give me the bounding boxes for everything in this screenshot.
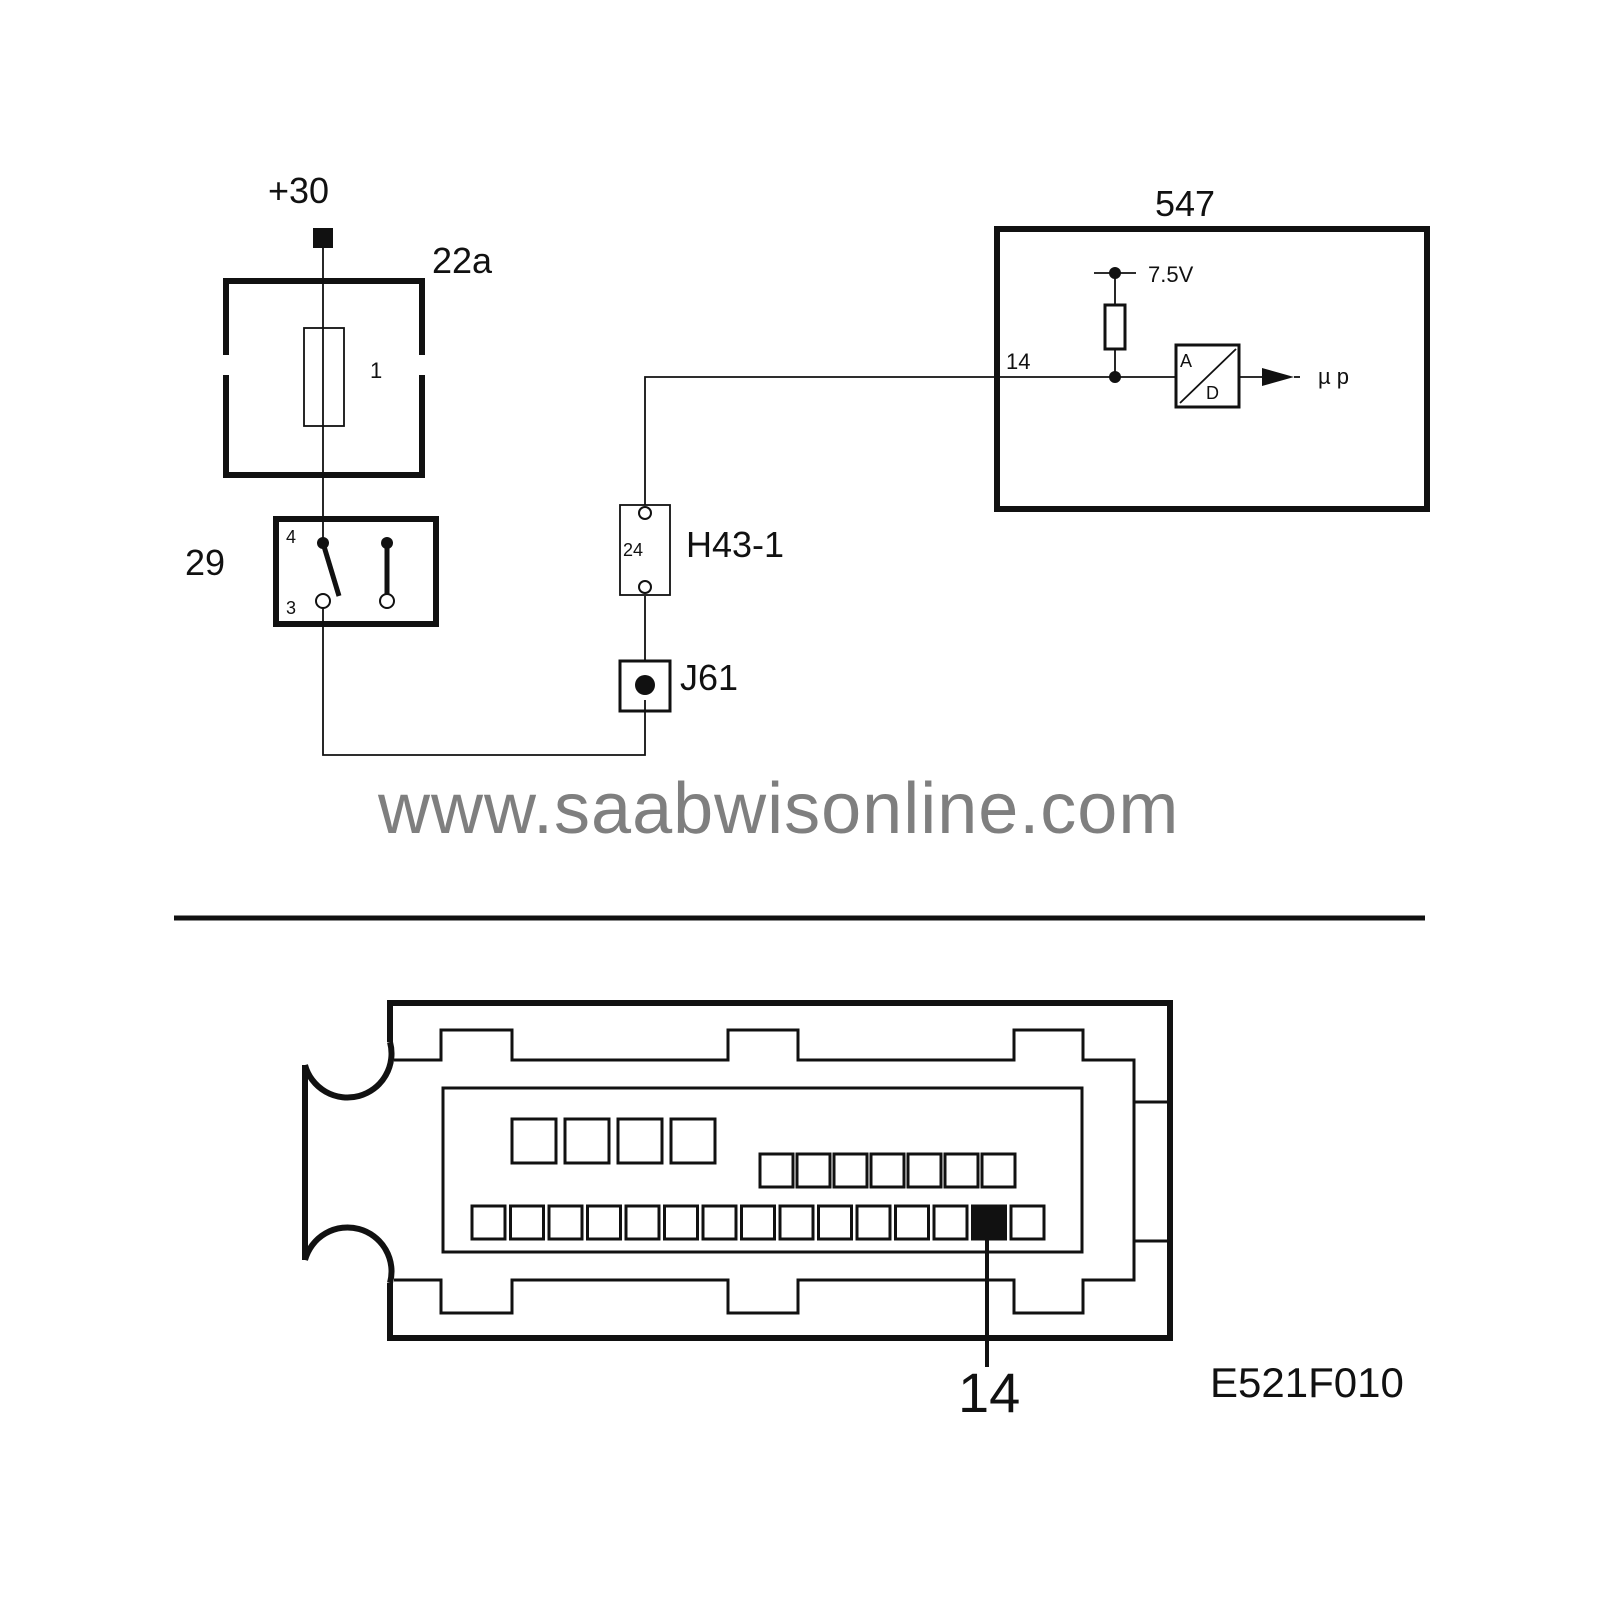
control-unit-label: 547 [1155, 183, 1215, 224]
pin-cavity [894, 1204, 930, 1241]
switch: 4 3 29 [185, 516, 439, 627]
pin-cavity [778, 1204, 815, 1241]
pin-cavity [509, 1204, 545, 1241]
pin-cavity-highlighted [971, 1204, 1007, 1241]
pin-cavity [869, 1152, 906, 1189]
switch-pin-top: 4 [286, 527, 296, 547]
figure-id: E521F010 [1210, 1359, 1404, 1406]
pin-cavity [855, 1204, 892, 1241]
pin-field [470, 1117, 1046, 1241]
adc-a-label: A [1180, 351, 1192, 371]
pin-cavity [932, 1204, 969, 1241]
pin-cavity [470, 1204, 507, 1241]
connector-label: H43-1 [686, 524, 784, 565]
pin-cavity [701, 1204, 738, 1241]
connector-pin: 24 [623, 540, 643, 560]
pin-cavity [586, 1204, 622, 1241]
watermark: www.saabwisonline.com [377, 769, 1179, 849]
control-unit-547: 547 14 7.5V A D µ p [994, 183, 1430, 512]
supply-terminal [313, 228, 333, 248]
pin-cavity [669, 1117, 717, 1165]
switch-pin-bottom: 3 [286, 598, 296, 618]
junction-label: J61 [680, 657, 738, 698]
connector-h43-1: 24 H43-1 [619, 504, 784, 596]
pin-cavity [758, 1152, 795, 1189]
fuse-box: 1 22a [223, 240, 493, 478]
supply-label: +30 [268, 170, 329, 211]
pin-cavity [832, 1152, 869, 1189]
ecu-pin-label: 14 [1006, 349, 1030, 374]
circuit-schematic: +30 1 22a 4 3 29 [185, 170, 1430, 756]
pin-cavity [1009, 1204, 1046, 1241]
pin-cavity [547, 1204, 584, 1241]
pin-cavity [740, 1204, 776, 1241]
pin-cavity [563, 1117, 611, 1165]
pin-cavity [943, 1152, 980, 1189]
pin-cavity [624, 1204, 661, 1241]
connector-face-view: 14 [302, 1000, 1173, 1424]
pin-callout-label: 14 [958, 1361, 1020, 1424]
reference-voltage: 7.5V [1148, 262, 1194, 287]
pin-cavity [616, 1117, 664, 1165]
pin-cavity [906, 1152, 943, 1189]
pin-cavity [663, 1204, 699, 1241]
pin-cavity [980, 1152, 1017, 1189]
fuse-number: 1 [370, 358, 382, 383]
processor-label: µ p [1318, 364, 1349, 389]
pin-cavity [817, 1204, 853, 1241]
pin-cavity [795, 1152, 832, 1189]
pin-cavity [510, 1117, 558, 1165]
fuse-box-label: 22a [432, 240, 493, 281]
switch-label: 29 [185, 542, 225, 583]
junction-j61: J61 [618, 657, 738, 713]
adc-d-label: D [1206, 383, 1219, 403]
